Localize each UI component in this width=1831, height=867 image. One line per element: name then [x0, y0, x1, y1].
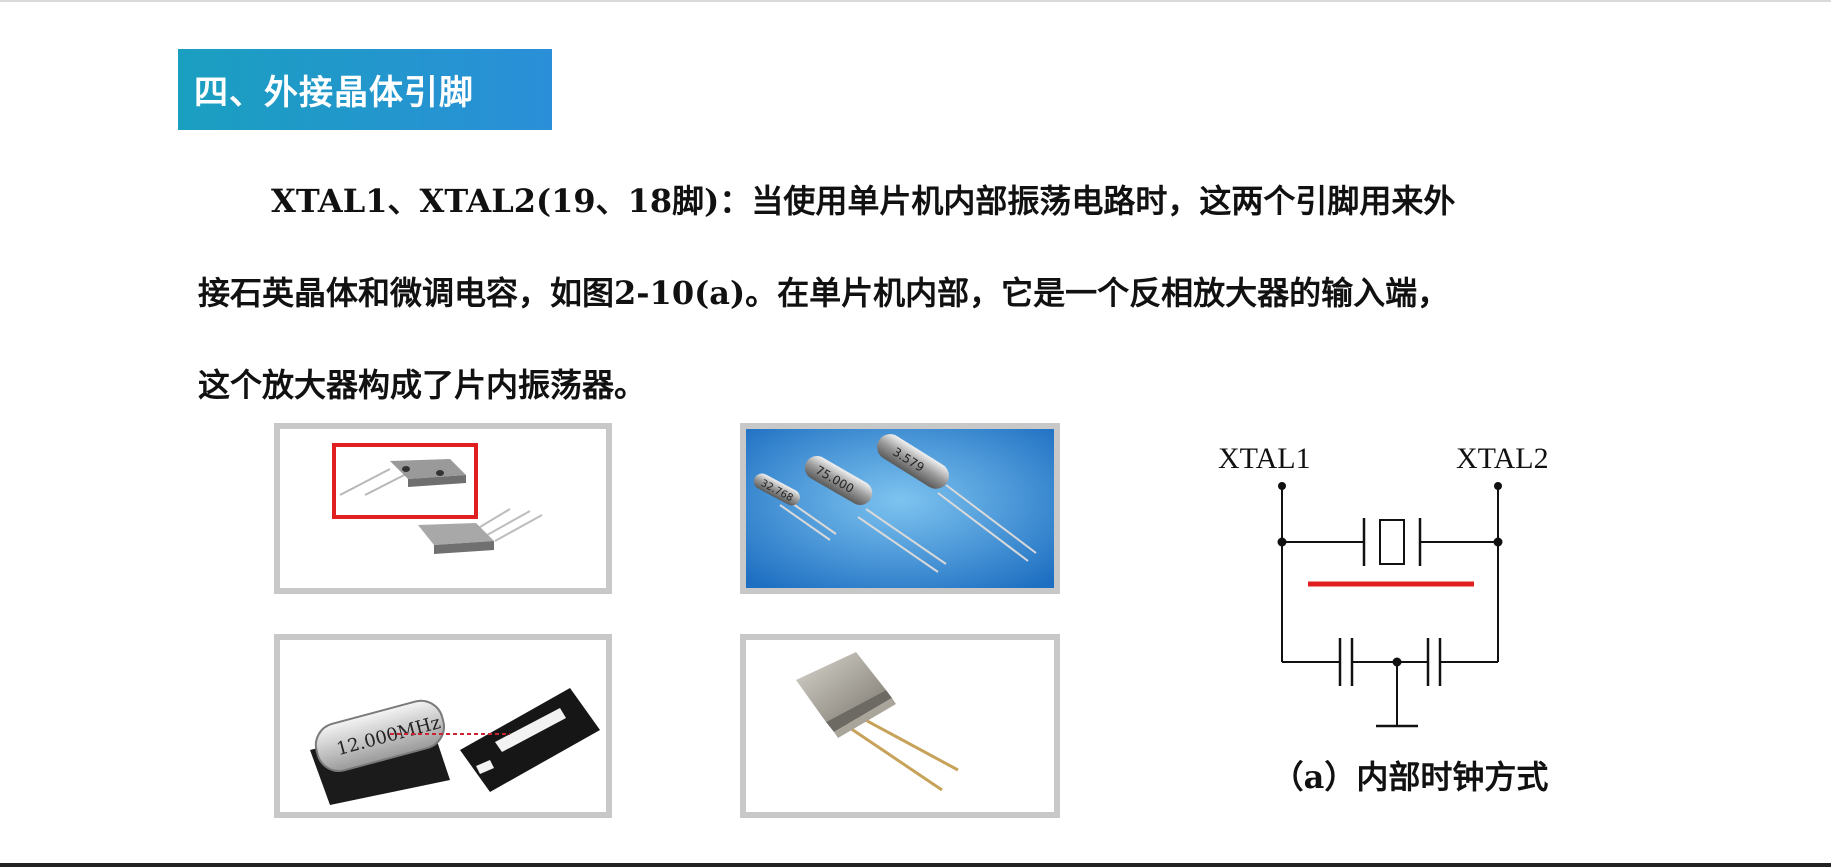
crystal-photo-2-image: 32.768 75.000 3.579: [746, 429, 1054, 588]
paragraph-line-1: XTAL1、XTAL2(19、18脚)：当使用单片机内部振荡电路时，这两个引脚用…: [271, 182, 1456, 220]
crystal-photo-1-image: [280, 429, 606, 588]
xtal2-label: XTAL2: [1456, 442, 1549, 475]
crystal-symbol: [1379, 519, 1405, 565]
crystal-photo-3: 12.000MHz: [274, 634, 612, 818]
circuit-caption: （a）内部时钟方式: [1271, 758, 1549, 796]
section-title: 四、外接晶体引脚: [178, 49, 552, 130]
description-paragraph: XTAL1、XTAL2(19、18脚)：当使用单片机内部振荡电路时，这两个引脚用…: [198, 155, 1678, 431]
section-title-text: 四、外接晶体引脚: [194, 73, 474, 113]
crystal-photo-1: [274, 423, 612, 594]
crystal-photo-4: [740, 634, 1060, 818]
xtal2-pin-dot: [1494, 482, 1502, 490]
xtal1-label: XTAL1: [1218, 442, 1311, 475]
paragraph-line-2: 接石英晶体和微调电容，如图2-10(a)。在单片机内部，它是一个反相放大器的输入…: [198, 274, 1450, 312]
top-rule: [0, 0, 1831, 2]
xtal1-pin-dot: [1278, 482, 1286, 490]
paragraph-line-3: 这个放大器构成了片内振荡器。: [198, 366, 647, 404]
crystal-photo-2: 32.768 75.000 3.579: [740, 423, 1060, 594]
bottom-bar: [0, 863, 1831, 867]
crystal-photo-3-image: 12.000MHz: [280, 640, 606, 812]
internal-clock-circuit: XTAL1 XTAL2: [1218, 442, 1549, 728]
crystal-photo-4-image: [746, 640, 1054, 812]
